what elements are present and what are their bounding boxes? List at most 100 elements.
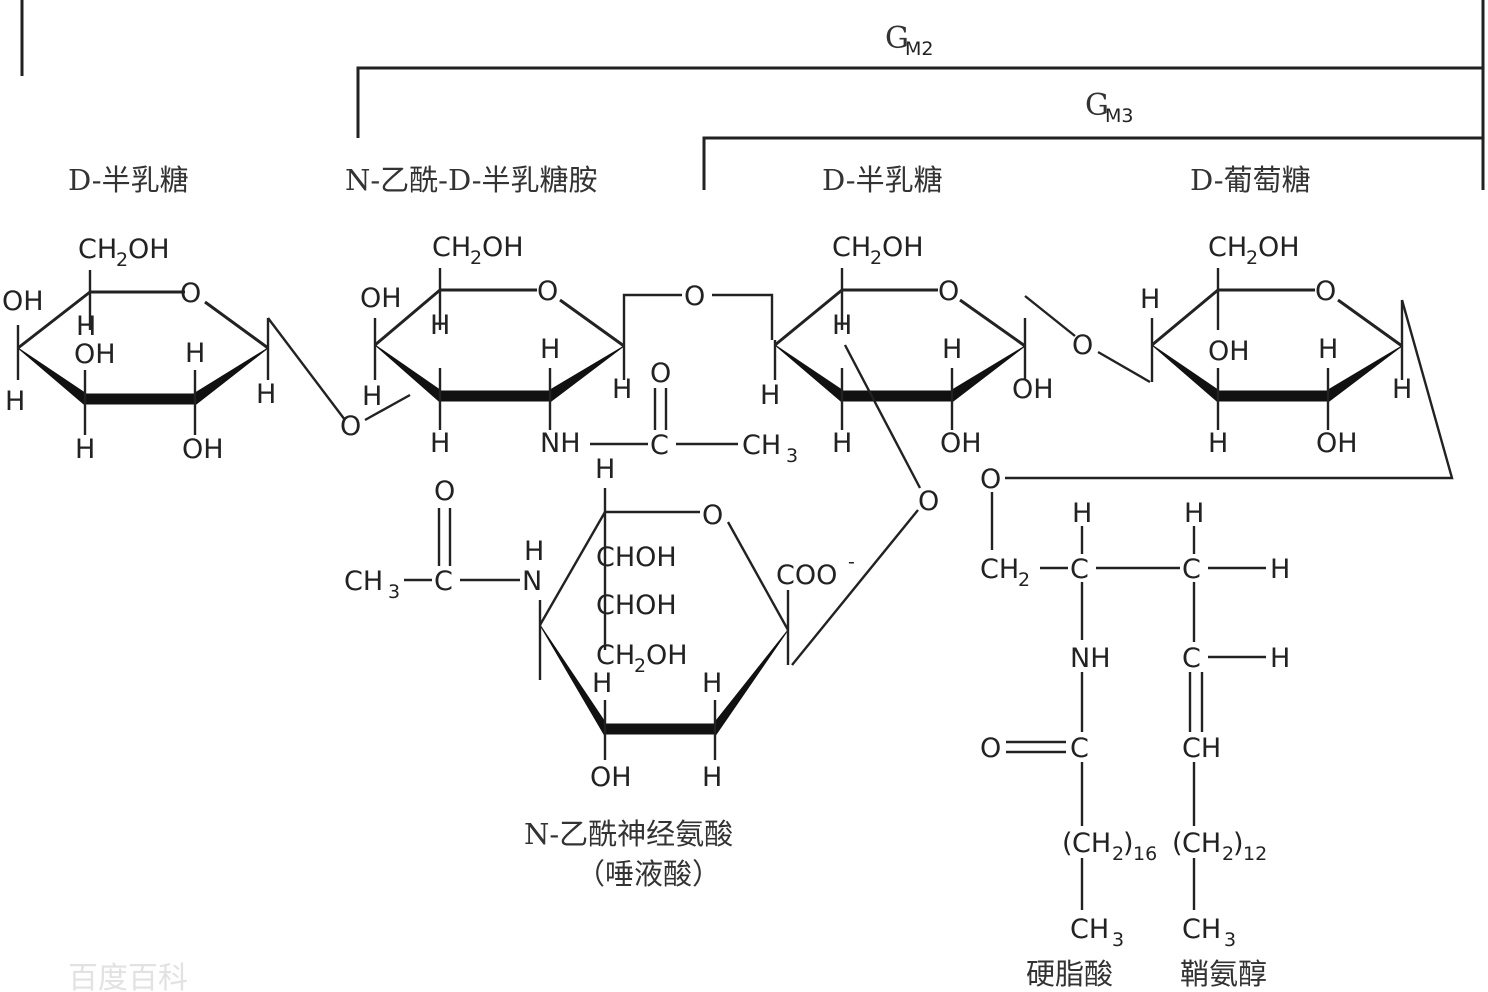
ring3-h-c4: H (760, 380, 780, 411)
stearic-chain-open: ( (1062, 828, 1073, 859)
ring-galactose-1 (16, 270, 346, 435)
sialic-nh-n: N (522, 566, 542, 597)
acetyl-carbonyl-o-2: O (434, 476, 455, 507)
sialic-nh-h: H (524, 536, 544, 567)
ring4-ch2oh-oh: OH (1258, 232, 1300, 263)
sialic-coo: COO (776, 560, 837, 591)
gm3-label: G (1085, 88, 1109, 123)
link-bond-2 (712, 293, 774, 340)
ceramide-bonds (990, 492, 1266, 910)
ring3-h-c3: H (832, 428, 852, 459)
ceramide-ch2-sub: 2 (1018, 569, 1030, 591)
ceramide-c2: C (1070, 554, 1089, 585)
watermark: 百度百科 (68, 961, 188, 992)
ceramide-amide-c: C (1070, 733, 1089, 764)
acetyl-c-2: C (434, 566, 453, 597)
ring3-ch2oh-ch: CH (832, 232, 871, 263)
ceramide-ch-c5: CH (1182, 733, 1221, 764)
stearic-chain-count: 16 (1133, 843, 1157, 865)
stearic-chain-close: ) (1123, 828, 1134, 859)
stearic-acid-label: 硬脂酸 (1026, 957, 1113, 991)
ring2-h-c2: H (540, 334, 560, 365)
ring3-h-c5: H (832, 310, 852, 341)
ring2-h-c1: H (612, 374, 632, 405)
sialic-name: N-乙酰神经氨酸 (524, 817, 733, 851)
sialic-chain-chohl-1: CHOH (596, 542, 677, 573)
sphingosine-label: 鞘氨醇 (1180, 957, 1267, 991)
sialic-h-c3: H (702, 668, 722, 699)
ring4-h-c2: H (1318, 334, 1338, 365)
ceramide-oxygen: O (980, 464, 1001, 495)
glycosidic-oxygen-2: O (684, 281, 705, 312)
sphingosine-ch3-sub: 3 (1224, 929, 1236, 951)
stearic-chain-sub2: 2 (1112, 843, 1124, 865)
sialic-ring-oxygen: O (702, 500, 723, 531)
sphingosine-ch3: CH (1182, 914, 1221, 945)
sialic-chain-ch2oh: CH (596, 640, 635, 671)
ring2-h-c4: H (362, 381, 382, 412)
acetyl-ch3-1: CH (742, 430, 781, 461)
ring4-ch2oh-ch: CH (1208, 232, 1247, 263)
sialic-oh-c4: OH (590, 762, 632, 793)
ring1-h-c5: H (76, 311, 96, 342)
ring1-ch2oh-sub: 2 (116, 249, 128, 271)
ring-galnac (373, 268, 738, 446)
sialic-chain-ch2oh-oh: OH (646, 640, 688, 671)
ring2-h-c5: H (430, 310, 450, 341)
ring1-h-c1: H (256, 379, 276, 410)
ring3-oh-c1: OH (1012, 374, 1054, 405)
gm3-subscript: M3 (1105, 105, 1133, 127)
sialic-alias: （唾液酸） (576, 857, 721, 891)
ring2-nh: NH (540, 428, 581, 459)
acetyl-carbonyl-o-1: O (650, 358, 671, 389)
ring4-h-c3: H (1208, 428, 1228, 459)
ring1-h-c2: H (185, 338, 205, 369)
ring4-oh-c2: OH (1316, 428, 1358, 459)
ring2-h-c3: H (430, 428, 450, 459)
ring1-h-c3: H (75, 434, 95, 465)
ring3-h-c2: H (942, 334, 962, 365)
ring3-ch2oh-oh: OH (882, 232, 924, 263)
ring2-oxygen: O (537, 276, 558, 307)
ring2-ch2oh-oh: OH (482, 232, 524, 263)
acetyl-c-1: C (650, 430, 669, 461)
ring3-oh-c2: OH (940, 428, 982, 459)
link-bond-1 (364, 393, 411, 422)
sialic-chain-ch2oh-sub: 2 (634, 655, 646, 677)
stearic-ch3-sub: 3 (1112, 929, 1124, 951)
ring-glucose (1005, 268, 1454, 480)
ring2-oh-c4: OH (360, 283, 402, 314)
ring4-oh-c3: OH (1208, 336, 1250, 367)
glycosidic-oxygen-sialic: O (918, 486, 939, 517)
stearic-chain-ch: CH (1072, 828, 1111, 859)
residue-label-galactose-1: D-半乳糖 (68, 163, 189, 197)
sphingosine-chain-ch: CH (1182, 828, 1221, 859)
ceramide-h-c2: H (1072, 498, 1092, 529)
ring4-h-c4: H (1140, 284, 1160, 315)
ring-galactose-2 (773, 268, 1151, 489)
sialic-h-c4: H (702, 762, 722, 793)
ceramide-carbonyl-o: O (980, 733, 1001, 764)
sialic-h-top: H (595, 454, 615, 485)
ring2-ch2oh-sub: 2 (470, 247, 482, 269)
residue-label-galactose-2: D-半乳糖 (822, 163, 943, 197)
ring4-oxygen: O (1315, 276, 1336, 307)
ring4-ch2oh-sub: 2 (1246, 247, 1258, 269)
ring1-h-c4: H (5, 386, 25, 417)
glycosidic-oxygen-3: O (1072, 330, 1093, 361)
ring2-ch2oh-ch: CH (432, 232, 471, 263)
gm-brackets (20, 0, 1485, 190)
ring1-ch2oh-oh: OH (128, 234, 170, 265)
sphingosine-chain-sub2: 2 (1222, 843, 1234, 865)
acetyl-ch3-1-sub: 3 (786, 445, 798, 467)
ring1-oxygen: O (180, 278, 201, 309)
gm2-label: G (885, 21, 909, 56)
sialic-h-c7: H (592, 668, 612, 699)
ring1-oh-c4: OH (2, 286, 44, 317)
residue-label-glucose: D-葡萄糖 (1190, 163, 1311, 197)
sphingosine-chain-close: ) (1233, 828, 1244, 859)
acetyl-ch3-2-sub: 3 (388, 581, 400, 603)
ring3-ch2oh-sub: 2 (870, 247, 882, 269)
sphingosine-chain-open: ( (1172, 828, 1183, 859)
glycosidic-oxygen-1: O (340, 411, 361, 442)
